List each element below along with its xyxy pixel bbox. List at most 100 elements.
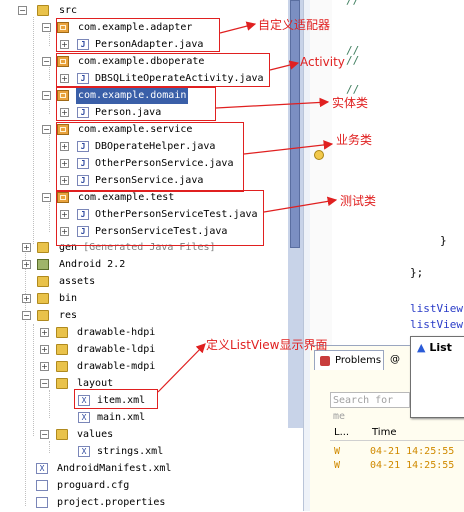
code-comment: // — [346, 83, 360, 96]
java-file-icon: J — [77, 107, 89, 118]
collapse-icon[interactable]: − — [42, 57, 51, 66]
collapse-icon[interactable]: − — [18, 6, 27, 15]
tab-problems[interactable]: Problems — [314, 350, 384, 370]
package-icon — [57, 56, 69, 67]
java-file-icon: J — [77, 73, 89, 84]
annotation-box-item-xml — [74, 389, 158, 409]
warning-marker-icon[interactable] — [314, 150, 324, 160]
code-comment: // — [346, 0, 360, 7]
code-editor[interactable]: // // // // } }; listView listView — [310, 0, 464, 345]
annotation-activity: Activity — [300, 55, 345, 69]
package-icon — [57, 124, 69, 135]
code-brace: } — [440, 234, 447, 247]
search-input[interactable]: Search for me — [330, 392, 410, 422]
file-icon — [36, 497, 48, 508]
xml-file-icon: X — [36, 463, 48, 474]
expand-icon[interactable]: + — [60, 210, 69, 219]
expand-icon[interactable]: + — [40, 362, 49, 371]
annotation-test: 测试类 — [340, 194, 377, 208]
expand-icon[interactable]: + — [40, 345, 49, 354]
log-level: W — [334, 446, 341, 457]
annotation-box-service — [56, 122, 244, 192]
collapse-icon[interactable]: − — [42, 125, 51, 134]
collapse-icon[interactable]: − — [22, 311, 31, 320]
library-icon — [37, 259, 49, 270]
file-icon — [36, 480, 48, 491]
gen-note: [Generated Java Files] — [83, 242, 216, 253]
tab-javadoc[interactable]: @ — [390, 354, 400, 365]
annotation-box-domain — [56, 87, 216, 121]
collapse-icon[interactable]: − — [42, 91, 51, 100]
expand-icon[interactable]: + — [60, 40, 69, 49]
column-header-level[interactable]: L... — [334, 427, 350, 438]
annotation-box-adapter — [56, 18, 220, 52]
folder-icon — [37, 310, 49, 321]
code-listview: listView — [410, 318, 463, 331]
expand-icon[interactable]: + — [60, 176, 69, 185]
annotation-adapter: 自定义适配器 — [258, 18, 331, 32]
collapse-icon[interactable]: − — [40, 379, 49, 388]
arrow-activity — [269, 60, 300, 71]
collapse-icon[interactable]: − — [42, 193, 51, 202]
expand-icon[interactable]: + — [60, 142, 69, 151]
log-level: W — [334, 460, 341, 471]
package-icon — [57, 192, 69, 203]
collapse-icon[interactable]: − — [40, 430, 49, 439]
xml-file-icon: X — [78, 412, 90, 423]
code-comment: // — [346, 44, 360, 57]
arrow-test — [263, 196, 338, 213]
expand-icon[interactable]: + — [60, 227, 69, 236]
popup-icon: ▲ — [417, 341, 426, 354]
log-time: 04-21 14:25:55 — [370, 460, 455, 471]
java-file-icon: J — [77, 141, 89, 152]
expand-icon[interactable]: + — [22, 294, 31, 303]
java-file-icon: J — [77, 39, 89, 50]
folder-icon — [37, 293, 49, 304]
arrow-service — [243, 140, 334, 155]
gen-label: gen — [59, 242, 78, 253]
package-icon — [57, 90, 69, 101]
expand-icon[interactable]: + — [60, 108, 69, 117]
problems-icon — [320, 356, 330, 366]
arrow-listview — [157, 343, 206, 393]
folder-icon — [37, 276, 49, 287]
collapse-icon[interactable]: − — [42, 23, 51, 32]
java-file-icon: J — [77, 158, 89, 169]
code-close: }; — [410, 266, 424, 279]
scrollbar-thumb[interactable] — [290, 0, 300, 248]
xml-file-icon: X — [78, 395, 90, 406]
listview-popup: ▲ List — [410, 336, 464, 418]
folder-icon — [56, 327, 68, 338]
code-listview: listView — [410, 302, 463, 315]
expand-icon[interactable]: + — [22, 260, 31, 269]
java-file-icon: J — [77, 175, 89, 186]
annotation-entity: 实体类 — [332, 96, 369, 110]
xml-file-icon: X — [78, 446, 90, 457]
package-icon — [57, 22, 69, 33]
expand-icon[interactable]: + — [60, 159, 69, 168]
source-folder-icon — [37, 242, 49, 253]
annotation-listview: 定义ListView显示界面 — [206, 338, 328, 352]
expand-icon[interactable]: + — [22, 243, 31, 252]
java-file-icon: J — [77, 209, 89, 220]
expand-icon[interactable]: + — [60, 74, 69, 83]
code-comment: // — [346, 54, 360, 67]
column-header-time[interactable]: Time — [372, 427, 397, 438]
folder-icon — [56, 378, 68, 389]
tree-scrollbar[interactable] — [288, 0, 303, 428]
annotation-box-test — [56, 190, 264, 246]
arrow-entity — [215, 97, 330, 109]
source-folder-icon — [37, 5, 49, 16]
header-divider — [330, 440, 464, 441]
java-file-icon: J — [77, 226, 89, 237]
folder-icon — [56, 344, 68, 355]
folder-icon — [56, 361, 68, 372]
pane-divider[interactable] — [303, 0, 311, 511]
annotation-service: 业务类 — [336, 133, 373, 147]
editor-gutter — [310, 0, 332, 345]
expand-icon[interactable]: + — [40, 328, 49, 337]
arrow-adapter — [219, 21, 257, 34]
package-explorer-tree: − src − com.example.adapter + J PersonAd… — [18, 5, 270, 508]
folder-icon — [56, 429, 68, 440]
